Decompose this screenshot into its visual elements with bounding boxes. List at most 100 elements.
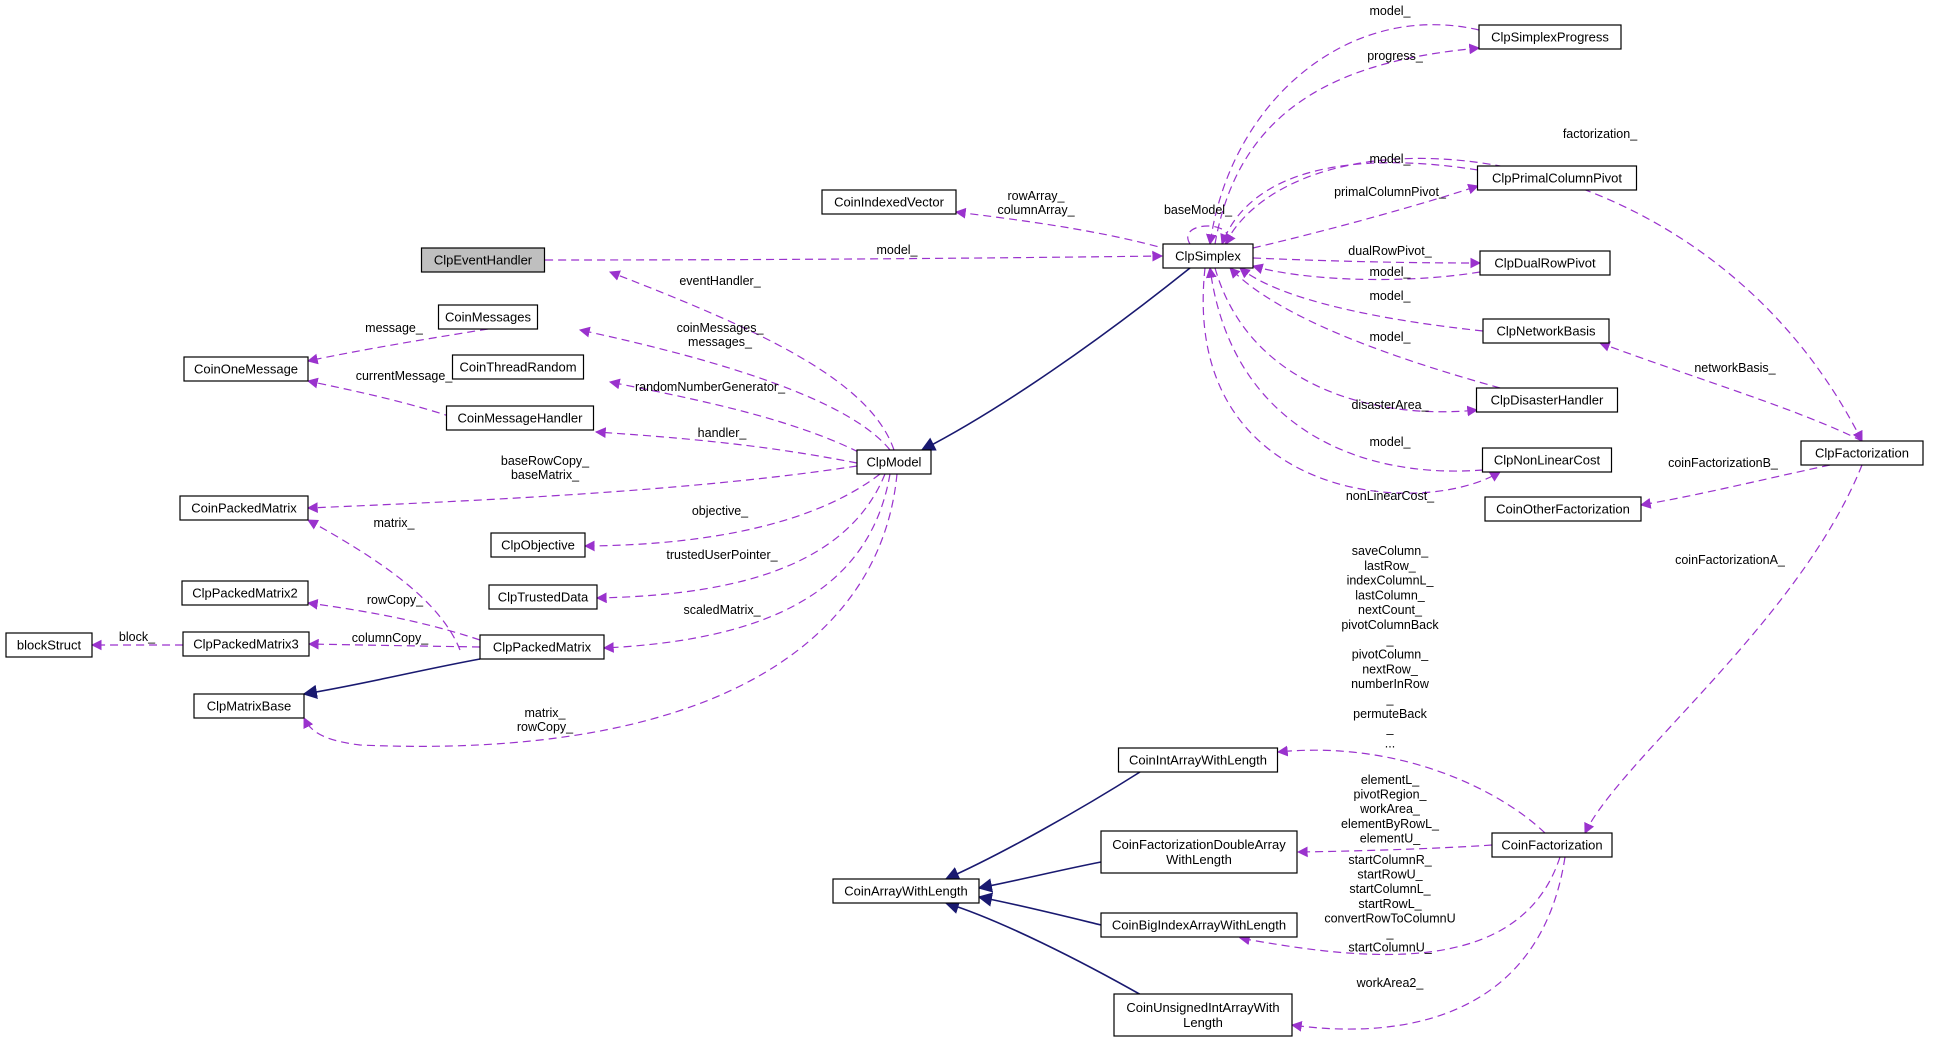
- edge-inherit-unsignedint: [944, 900, 1151, 1001]
- edge-label-matrix: matrix_: [374, 516, 416, 530]
- node-clp-network-basis[interactable]: ClpNetworkBasis: [1482, 318, 1610, 344]
- edge-label-bigindexarrays: startColumnR_startRowU_startColumnL_star…: [1324, 853, 1455, 955]
- node-clp-simplex-progress[interactable]: ClpSimplexProgress: [1478, 24, 1622, 50]
- edge-workarea2: [1290, 856, 1566, 1032]
- node-coin-big-index-array-with-length[interactable]: CoinBigIndexArrayWithLength: [1100, 912, 1298, 938]
- node-coin-packed-matrix[interactable]: CoinPackedMatrix: [179, 495, 309, 521]
- edge-disasterarea: [1214, 267, 1479, 417]
- node-coin-array-with-length[interactable]: CoinArrayWithLength: [832, 878, 980, 904]
- edge-randomnumbergenerator: [608, 378, 871, 459]
- edge-label-primal_model: model_: [1370, 152, 1412, 166]
- node-clp-non-linear-cost[interactable]: ClpNonLinearCost: [1481, 447, 1613, 473]
- node-box: [1478, 24, 1622, 50]
- node-clp-objective[interactable]: ClpObjective: [490, 532, 586, 558]
- edge-label-currentmessage: currentMessage_: [356, 369, 454, 383]
- node-label: ClpModel: [867, 455, 922, 470]
- node-clp-matrix-base[interactable]: ClpMatrixBase: [193, 693, 305, 719]
- edge-label-dualrowpivot: dualRowPivot_: [1348, 244, 1432, 258]
- edge-label-dual_model: model_: [1370, 265, 1412, 279]
- edge-label-eventhandler: eventHandler_: [679, 274, 761, 288]
- node-box: [183, 356, 309, 382]
- edge-rowarray: [954, 207, 1171, 251]
- node-coin-int-array-with-length[interactable]: CoinIntArrayWithLength: [1117, 747, 1279, 773]
- edge-scaledmatrix: [602, 473, 891, 653]
- edge-inherit-bigindex: [977, 892, 1102, 926]
- node-label: CoinMessages: [445, 310, 531, 325]
- node-coin-indexed-vector[interactable]: CoinIndexedVector: [821, 189, 957, 215]
- edge-label-primalcolumnpivot: primalColumnPivot_: [1334, 185, 1447, 199]
- edge-label-progress_model: model_: [1370, 4, 1412, 18]
- node-clp-trusted-data[interactable]: ClpTrustedData: [488, 584, 598, 610]
- edge-trusteduserpointer: [595, 473, 886, 604]
- node-label: ClpEventHandler: [434, 253, 533, 268]
- node-box: [193, 693, 305, 719]
- node-coin-one-message[interactable]: CoinOneMessage: [183, 356, 309, 382]
- edge-label-coinfactorizationa: coinFactorizationA_: [1675, 553, 1786, 567]
- node-label: ClpDisasterHandler: [1491, 393, 1604, 408]
- node-box: [1476, 165, 1638, 191]
- node-label: ClpPackedMatrix2: [192, 586, 298, 601]
- node-block-struct[interactable]: blockStruct: [5, 632, 93, 658]
- node-clp-simplex[interactable]: ClpSimplex: [1162, 243, 1254, 269]
- edge-label-coinfactorizationb: coinFactorizationB_: [1668, 456, 1779, 470]
- edge-intarrays: [1276, 745, 1546, 834]
- edge-label-randomnumbergenerator: randomNumberGenerator_: [635, 380, 786, 394]
- edge-label-disasterarea: disasterArea_: [1351, 398, 1429, 412]
- edge-progress-model: [1205, 24, 1480, 246]
- edge-label-rowarray: rowArray_columnArray_: [997, 189, 1075, 217]
- node-box: [1117, 747, 1279, 773]
- edge-bigindexarrays: [1238, 856, 1561, 956]
- edge-label-objective: objective_: [692, 504, 749, 518]
- node-clp-factorization[interactable]: ClpFactorization: [1800, 440, 1924, 466]
- node-label: ClpFactorization: [1815, 446, 1909, 461]
- node-label: ClpPrimalColumnPivot: [1492, 171, 1622, 186]
- edge-currentmessage: [306, 377, 453, 418]
- edge-matrix: [307, 519, 461, 651]
- node-box: [181, 580, 309, 606]
- edge-doublearrays: [1296, 844, 1493, 858]
- edge-eventhandler: [608, 270, 895, 451]
- node-coin-other-factorization[interactable]: CoinOtherFactorization: [1484, 496, 1642, 522]
- node-box: [821, 189, 957, 215]
- node-label: CoinMessageHandler: [457, 411, 583, 426]
- edge-label-workarea2: workArea2_: [1356, 976, 1425, 990]
- edge-label-network_model: model_: [1370, 289, 1412, 303]
- node-box: [1479, 250, 1611, 276]
- node-clp-dual-row-pivot[interactable]: ClpDualRowPivot: [1479, 250, 1611, 276]
- node-label: CoinIndexedVector: [834, 195, 945, 210]
- edge-inherit-clpmatrixbase: [302, 658, 481, 700]
- node-coin-message-handler[interactable]: CoinMessageHandler: [445, 405, 595, 431]
- edge-baserowcopy: [306, 465, 858, 513]
- node-clp-packed-matrix[interactable]: ClpPackedMatrix: [479, 634, 605, 660]
- node-box: [437, 304, 539, 330]
- node-clp-event-handler[interactable]: ClpEventHandler: [420, 247, 546, 273]
- node-label: ClpTrustedData: [498, 590, 589, 605]
- node-box: [1100, 830, 1298, 874]
- node-coin-messages[interactable]: CoinMessages: [437, 304, 539, 330]
- edge-coinmessages: [578, 326, 891, 451]
- edge-label-nonlinearcost: nonLinearCost_: [1346, 489, 1435, 503]
- edge-label-matrixrowcopy: matrix_rowCopy_: [517, 706, 574, 734]
- edge-coinfactorizationb: [1639, 464, 1831, 509]
- edge-inherit-doublearray: [977, 861, 1102, 893]
- node-clp-packed-matrix3[interactable]: ClpPackedMatrix3: [182, 631, 310, 657]
- edge-message: [306, 328, 489, 365]
- edge-nonlinear-model: [1205, 266, 1484, 472]
- node-box: [1481, 447, 1613, 473]
- node-coin-thread-random[interactable]: CoinThreadRandom: [451, 354, 585, 380]
- edge-handler: [594, 427, 858, 464]
- node-coin-factorization[interactable]: CoinFactorization: [1491, 832, 1613, 858]
- node-box: [1484, 496, 1642, 522]
- node-clp-primal-column-pivot[interactable]: ClpPrimalColumnPivot: [1476, 165, 1638, 191]
- node-label: ClpSimplexProgress: [1491, 30, 1609, 45]
- node-clp-model[interactable]: ClpModel: [856, 449, 932, 475]
- node-clp-packed-matrix2[interactable]: ClpPackedMatrix2: [181, 580, 309, 606]
- edge-model-event: [544, 250, 1164, 262]
- edge-dualrowpivot: [1252, 257, 1482, 269]
- node-clp-disaster-handler[interactable]: ClpDisasterHandler: [1475, 387, 1619, 413]
- edge-inherit-clpmodel: [920, 267, 1191, 451]
- node-box: [1800, 440, 1924, 466]
